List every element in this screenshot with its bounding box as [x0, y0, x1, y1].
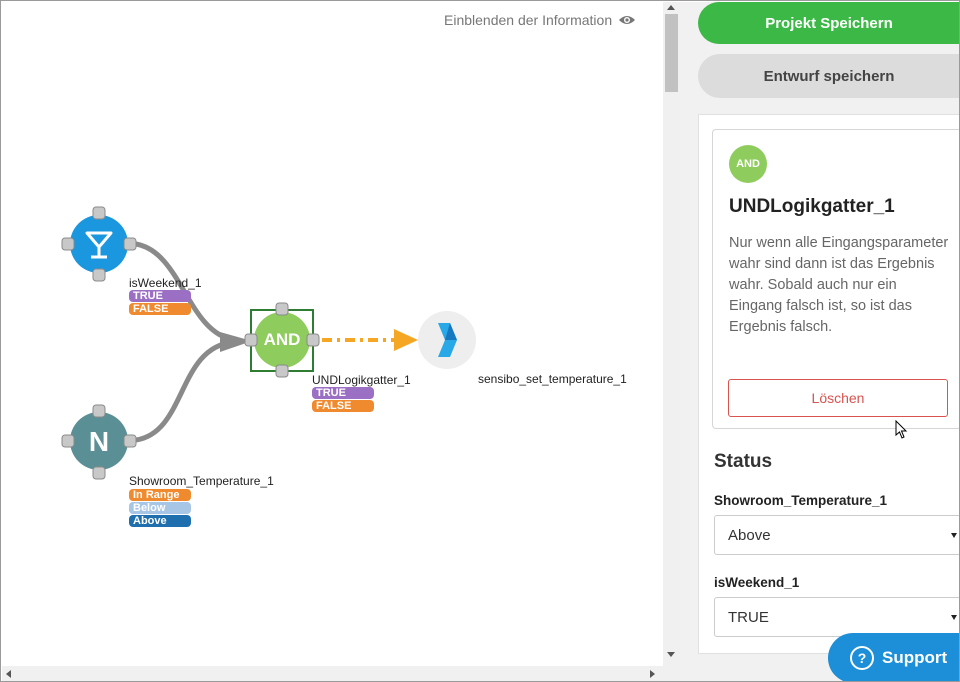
show-information-label: Einblenden der Information: [444, 12, 613, 28]
support-button[interactable]: ? Support: [828, 633, 959, 681]
node-showroom-temperature[interactable]: [61, 404, 137, 480]
node-is-weekend[interactable]: [61, 206, 137, 282]
temperature-node-label: Showroom_Temperature_1: [129, 474, 274, 488]
weekend-node-label: isWeekend_1: [129, 276, 202, 290]
save-draft-button[interactable]: Entwurf speichern: [698, 54, 959, 98]
node-title: UNDLogikgatter_1: [729, 196, 895, 217]
canvas-horizontal-scrollbar[interactable]: [2, 666, 680, 681]
node-description: Nur wenn alle Eingangsparameter wahr sin…: [729, 235, 949, 335]
canvas-vertical-scrollbar[interactable]: [663, 2, 680, 666]
temperature-state-below: Below: [129, 502, 191, 514]
chevron-down-icon: [951, 533, 957, 538]
temperature-status-label: Showroom_Temperature_1: [714, 493, 888, 508]
flow-connections: [61, 206, 476, 480]
and-node-glyph: AND: [263, 330, 301, 349]
eye-icon: [619, 16, 636, 24]
and-state-true: TRUE: [312, 387, 374, 399]
temperature-state-in-range: In Range: [129, 489, 191, 501]
sensibo-node-label: sensibo_set_temperature_1: [478, 372, 627, 386]
temperature-status-value: Above: [728, 526, 771, 544]
and-state-false: FALSE: [312, 400, 374, 412]
scroll-down-arrow-icon[interactable]: [667, 652, 675, 657]
delete-button[interactable]: Löschen: [728, 379, 948, 417]
chevron-down-icon: [951, 615, 957, 620]
mouse-cursor-icon: [895, 420, 908, 439]
properties-panel: Projekt Speichern Entwurf speichern AND …: [680, 2, 959, 681]
weekend-status-select[interactable]: TRUE: [714, 597, 959, 637]
sensibo-icon: [438, 323, 457, 357]
flow-canvas[interactable]: Einblenden der Information: [2, 2, 663, 666]
temperature-node-glyph: N: [88, 426, 110, 457]
node-info-card: AND UNDLogikgatter_1 Nur wenn alle Einga…: [712, 129, 959, 429]
temperature-state-above: Above: [129, 515, 191, 527]
save-project-button[interactable]: Projekt Speichern: [698, 2, 959, 44]
temperature-status-select[interactable]: Above: [714, 515, 959, 555]
arrowhead-sensibo: [394, 329, 418, 351]
help-icon: ?: [850, 646, 874, 670]
scroll-thumb[interactable]: [665, 14, 678, 92]
arrowhead-and: [220, 332, 252, 352]
show-information-link[interactable]: Einblenden der Information: [444, 12, 636, 28]
status-heading: Status: [714, 451, 773, 472]
scroll-up-arrow-icon[interactable]: [667, 5, 675, 10]
weekend-status-value: TRUE: [728, 608, 769, 626]
panel-body: AND UNDLogikgatter_1 Nur wenn alle Einga…: [698, 114, 959, 654]
weekend-state-false: FALSE: [129, 303, 191, 315]
node-and-gate[interactable]: [244, 302, 320, 378]
connection-temperature-and: [135, 339, 235, 443]
and-node-label: UNDLogikgatter_1: [312, 373, 411, 387]
scroll-left-arrow-icon[interactable]: [6, 670, 11, 678]
node-sensibo[interactable]: [418, 311, 476, 369]
support-label: Support: [882, 648, 948, 667]
and-badge: AND: [729, 145, 767, 183]
weekend-status-label: isWeekend_1: [714, 575, 800, 590]
cocktail-icon: [85, 231, 113, 259]
scroll-right-arrow-icon[interactable]: [650, 670, 655, 678]
weekend-state-true: TRUE: [129, 290, 191, 302]
